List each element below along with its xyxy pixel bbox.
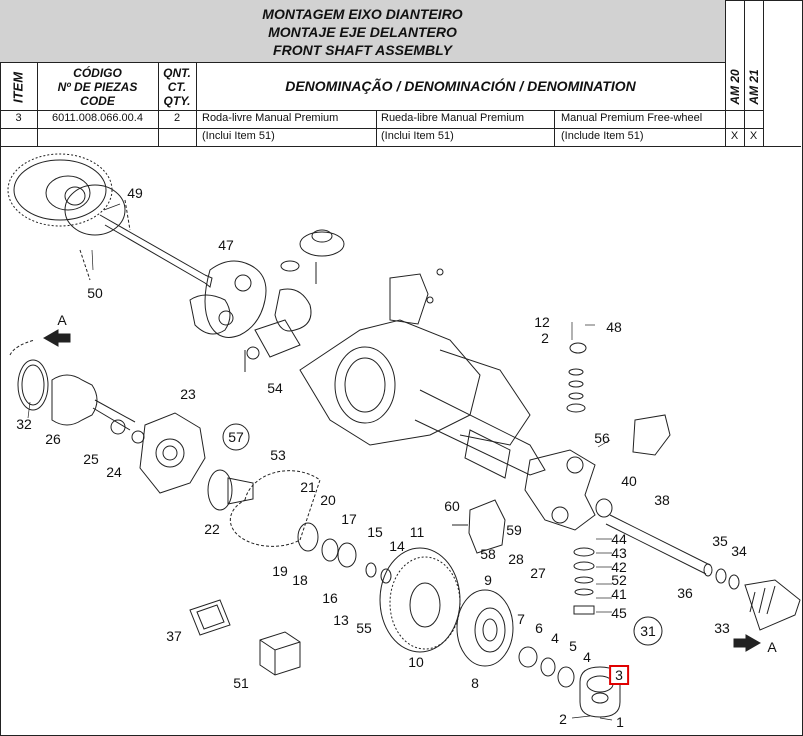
callout-a-right: A bbox=[767, 639, 777, 655]
row-am21-mark: X bbox=[749, 130, 758, 142]
callout-4: 4 bbox=[583, 649, 591, 665]
callout-3-highlighted: 3 bbox=[609, 665, 629, 685]
title-es: MONTAJE EJE DELANTERO bbox=[268, 24, 457, 40]
differential-housing bbox=[299, 319, 546, 479]
callout-47: 47 bbox=[218, 237, 234, 253]
callout-58: 58 bbox=[480, 546, 496, 562]
title-block: MONTAGEM EIXO DIANTEIRO MONTAJE EJE DELA… bbox=[0, 0, 725, 63]
hub-9 bbox=[456, 589, 514, 667]
callout-33: 33 bbox=[714, 620, 730, 636]
callout-22: 22 bbox=[204, 521, 220, 537]
callout-1: 1 bbox=[616, 714, 624, 730]
dust-shield-53 bbox=[229, 470, 321, 547]
callout-27: 27 bbox=[530, 565, 546, 581]
callout-37: 37 bbox=[166, 628, 182, 644]
row-qty: 2 bbox=[173, 112, 181, 124]
right-knuckle-56 bbox=[524, 449, 596, 531]
knuckle-23 bbox=[139, 412, 206, 494]
callout-7: 7 bbox=[517, 611, 525, 627]
callout-48: 48 bbox=[606, 319, 622, 335]
callout-2-bottom: 2 bbox=[559, 711, 567, 727]
callout-49: 49 bbox=[127, 185, 143, 201]
callout-50: 50 bbox=[87, 285, 103, 301]
title-en: FRONT SHAFT ASSEMBLY bbox=[273, 42, 452, 58]
callout-42: 42 bbox=[611, 559, 627, 575]
column-denomination: DENOMINAÇÃO / DENOMINACIÓN / DENOMINATIO… bbox=[285, 78, 636, 94]
column-code-2: Nº DE PIEZAS bbox=[57, 80, 138, 94]
callout-57: 57 bbox=[228, 429, 244, 445]
row-item: 3 bbox=[15, 112, 22, 124]
callout-9: 9 bbox=[484, 572, 492, 588]
callout-19: 19 bbox=[272, 563, 288, 579]
callout-28: 28 bbox=[508, 551, 524, 567]
row-note-en: (Include Item 51) bbox=[561, 130, 644, 142]
callout-44: 44 bbox=[611, 531, 627, 547]
callout-59: 59 bbox=[506, 522, 522, 538]
column-qty-1: QNT. bbox=[163, 66, 191, 80]
column-qty-2: CT. bbox=[167, 80, 187, 94]
title-pt: MONTAGEM EIXO DIANTEIRO bbox=[262, 6, 463, 22]
row-desc-pt: Roda-livre Manual Premium bbox=[202, 112, 339, 124]
row-desc-en: Manual Premium Free-wheel bbox=[561, 112, 703, 124]
callout-56: 56 bbox=[594, 430, 610, 446]
callout-17: 17 bbox=[341, 511, 357, 527]
callout-36: 36 bbox=[677, 585, 693, 601]
kingpin-54 bbox=[244, 288, 312, 372]
callout-31: 31 bbox=[640, 623, 656, 639]
callout-23: 23 bbox=[180, 386, 196, 402]
callout-6: 6 bbox=[535, 620, 543, 636]
callout-34: 34 bbox=[731, 543, 747, 559]
callout-35: 35 bbox=[712, 533, 728, 549]
spindle-22 bbox=[207, 469, 254, 511]
callout-54: 54 bbox=[267, 380, 283, 396]
callout-60: 60 bbox=[444, 498, 460, 514]
callout-26: 26 bbox=[45, 431, 61, 447]
callout-14: 14 bbox=[389, 538, 405, 554]
callout-51: 51 bbox=[233, 675, 249, 691]
column-code-3: CODE bbox=[80, 94, 115, 108]
callout-4-upper: 4 bbox=[551, 630, 559, 646]
row-code: 6011.008.066.00.4 bbox=[52, 112, 143, 124]
row-note-es: (Inclui Item 51) bbox=[381, 130, 454, 142]
row-am20-mark: X bbox=[730, 130, 739, 142]
steering-knuckle-47 bbox=[189, 260, 267, 338]
callout-20: 20 bbox=[320, 492, 336, 508]
callout-21: 21 bbox=[300, 479, 316, 495]
callout-11: 11 bbox=[409, 524, 425, 540]
row-note-pt: (Inclui Item 51) bbox=[202, 130, 275, 142]
brake-rotor-11 bbox=[379, 547, 461, 653]
callout-40: 40 bbox=[621, 473, 637, 489]
column-code-1: CÓDIGO bbox=[73, 66, 122, 80]
callout-8: 8 bbox=[471, 675, 479, 691]
callout-52: 52 bbox=[611, 572, 627, 588]
callout-13: 13 bbox=[333, 612, 349, 628]
callout-25: 25 bbox=[83, 451, 99, 467]
callout-43: 43 bbox=[611, 545, 627, 561]
callout-a-left: A bbox=[57, 312, 67, 328]
callout-24: 24 bbox=[106, 464, 122, 480]
callout-5: 5 bbox=[569, 638, 577, 654]
callout-41: 41 bbox=[611, 586, 627, 602]
callout-18: 18 bbox=[292, 572, 308, 588]
callout-16: 16 bbox=[322, 590, 338, 606]
top-disc-assembly bbox=[7, 153, 213, 288]
callout-12: 12 bbox=[534, 314, 550, 330]
left-cv-joint bbox=[17, 359, 145, 444]
callout-10: 10 bbox=[408, 654, 424, 670]
callout-32: 32 bbox=[16, 416, 32, 432]
row-desc-es: Rueda-libre Manual Premium bbox=[381, 112, 525, 124]
callout-15: 15 bbox=[367, 524, 383, 540]
callout-2-top: 2 bbox=[541, 330, 549, 346]
column-qty-3: QTY. bbox=[163, 94, 191, 108]
callout-38: 38 bbox=[654, 492, 670, 508]
callout-55: 55 bbox=[356, 620, 372, 636]
cv-boot-33 bbox=[744, 579, 801, 631]
callout-45: 45 bbox=[611, 605, 627, 621]
callout-53: 53 bbox=[270, 447, 286, 463]
